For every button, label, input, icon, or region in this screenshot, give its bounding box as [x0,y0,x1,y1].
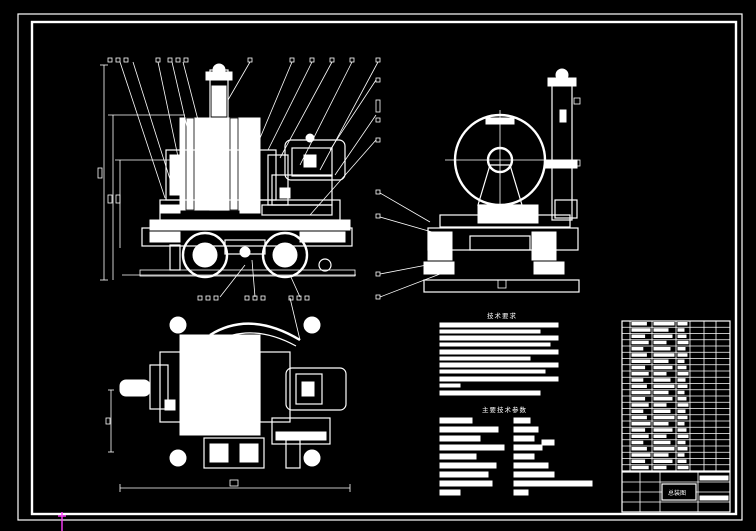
main-parameters: 主要技术参数 [439,405,593,496]
title-block: 总装图 [621,471,731,513]
side-view [375,68,581,300]
tech-requirements: 技术要求 [439,311,559,396]
crosshair-cursor-icon [58,512,66,531]
sheet-outer-border [17,13,743,521]
front-view [97,57,381,301]
main-parameters-title: 主要技术参数 [482,405,527,414]
parts-list [621,320,731,472]
sheet-inner-border [30,20,738,516]
top-view [105,297,351,492]
tech-requirements-title: 技术要求 [487,311,517,320]
title-block-name: 总装图 [668,489,686,497]
